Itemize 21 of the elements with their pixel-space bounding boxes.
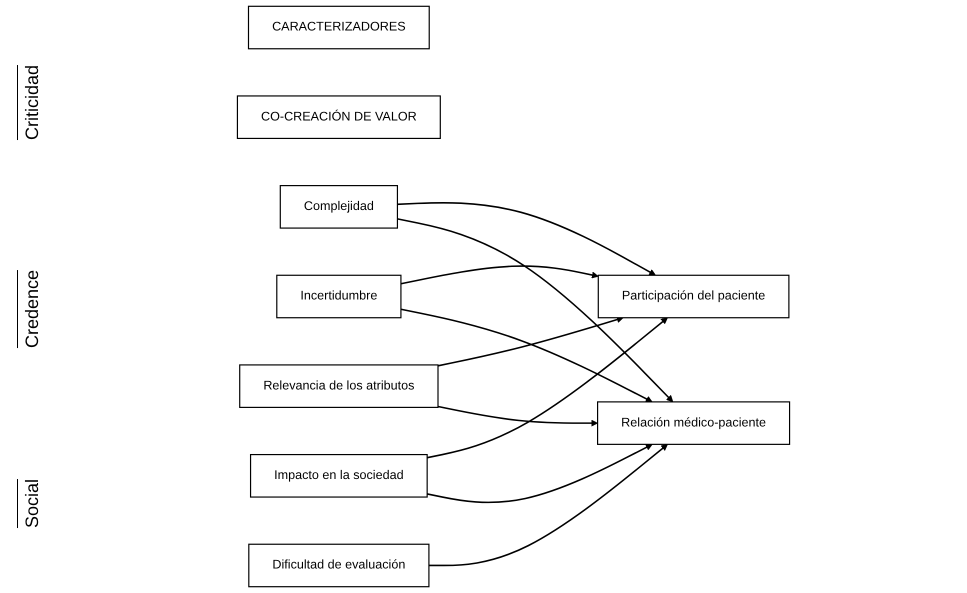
node-box: Complejidad — [280, 185, 398, 229]
node-box: Relación médico-paciente — [597, 401, 790, 445]
node-box: Incertidumbre — [276, 274, 402, 318]
node-box: CO-CREACIÓN DE VALOR — [236, 95, 441, 139]
node-box: CARACTERIZADORES — [248, 6, 430, 50]
arrow — [397, 218, 674, 402]
node-box: Participación del paciente — [598, 274, 790, 318]
arrow — [438, 316, 624, 367]
group-label: Credence — [17, 270, 43, 349]
arrow — [397, 202, 656, 276]
group-label: Social — [17, 478, 43, 528]
arrow — [400, 265, 599, 285]
group-label: Criticidad — [17, 65, 43, 140]
arrow — [427, 317, 668, 458]
node-box: Relevancia de los atributos — [239, 364, 439, 408]
node-box: Impacto en la sociedad — [250, 454, 428, 498]
arrow — [428, 444, 668, 566]
arrow — [438, 406, 598, 427]
arrow — [400, 308, 653, 402]
arrow — [427, 444, 653, 504]
node-box: Dificultad de evaluación — [248, 544, 430, 588]
